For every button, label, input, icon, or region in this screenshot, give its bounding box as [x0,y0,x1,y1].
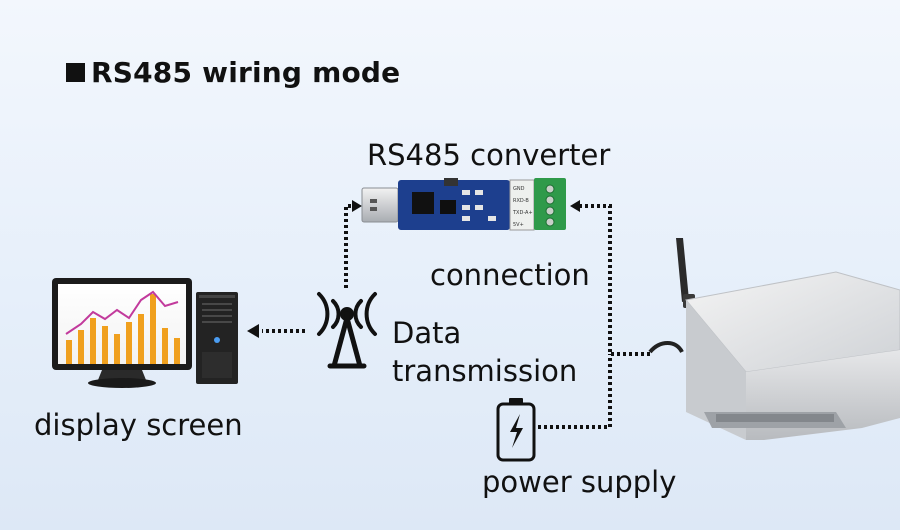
box-to-converter-line [578,204,650,356]
pc-tower-icon [196,292,238,384]
data-label-line1: Data [392,316,462,350]
antenna-tower-icon [317,292,377,369]
usb-converter-icon [361,178,566,231]
gateway-box-icon [648,238,900,440]
pin-gnd: GND [513,186,525,192]
arrowhead-monitor [247,324,259,338]
power-to-box-line [538,354,612,429]
wiring-lines [262,204,650,429]
power-label: power supply [482,465,677,499]
arrowhead-converter-right [570,200,580,212]
display-label: display screen [34,408,243,442]
antenna-to-converter-line [344,204,356,288]
pin-5v: 5V+ [513,222,524,228]
converter-label: RS485 converter [367,138,611,172]
title-text: RS485 wiring mode [91,56,401,89]
connection-label: connection [430,258,590,292]
pin-rxd: RXD-B [513,198,529,204]
battery-icon [496,398,536,462]
data-label-line2: transmission [392,354,578,388]
monitor-icon [52,278,192,388]
pin-txd: TXD-A+ [512,210,533,216]
title-square-icon [66,63,85,82]
diagram-title: RS485 wiring mode [66,56,400,89]
arrowhead-converter-left [352,200,362,212]
